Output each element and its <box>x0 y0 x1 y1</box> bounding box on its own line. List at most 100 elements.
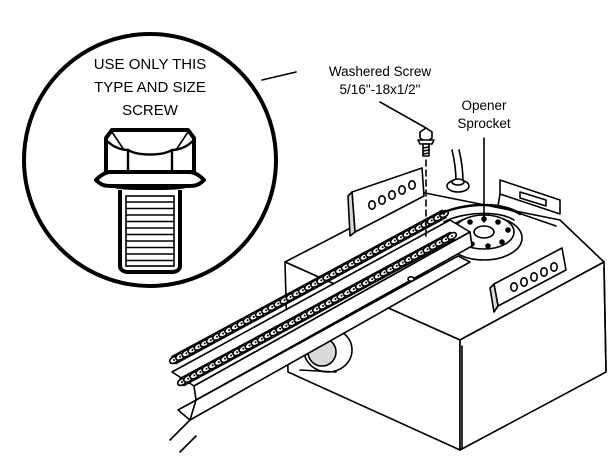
chain-pin <box>332 272 335 275</box>
chain-pin <box>308 286 310 288</box>
bracket-left <box>347 167 425 237</box>
leader-lines <box>261 71 485 223</box>
chain-pin <box>285 324 288 327</box>
chain-pin <box>344 266 347 269</box>
chain-pin <box>418 226 421 229</box>
chain-edge <box>179 231 451 380</box>
chain-lower-run <box>176 231 458 387</box>
chain-pin <box>346 291 349 294</box>
chain-wrap-inner <box>443 212 515 223</box>
chain-pin <box>365 281 368 284</box>
chain-pin <box>389 268 392 271</box>
chain-pin <box>228 329 231 332</box>
chain-pin <box>395 264 398 267</box>
chain-pin <box>351 262 353 265</box>
chain-pin <box>173 359 175 361</box>
chain-pin <box>430 219 433 222</box>
chain-pin <box>181 381 183 383</box>
chain-pin <box>340 294 343 297</box>
chain-pin <box>436 216 439 219</box>
chain-pin <box>254 341 257 344</box>
chain-pin <box>279 327 282 330</box>
chain-pin <box>265 309 267 312</box>
chain-pin <box>291 321 294 324</box>
chain-pin <box>273 331 275 334</box>
chain-pin <box>197 345 200 348</box>
callout-text-line3: SCREW <box>122 102 179 119</box>
chain-pin <box>277 302 280 305</box>
chain-pin <box>187 377 190 380</box>
chain-pin <box>217 361 220 364</box>
chain-pin <box>252 315 255 318</box>
chain-pin <box>369 252 372 255</box>
chain-pin <box>451 235 453 237</box>
chain-edge <box>175 216 447 365</box>
chain-pin <box>320 279 323 282</box>
chain-edge <box>171 209 443 358</box>
chain-edge <box>183 238 455 387</box>
edge-line <box>603 267 607 371</box>
chain-pin <box>314 282 317 285</box>
chain-pin <box>363 256 366 259</box>
chain-pin <box>191 349 194 351</box>
chain-pin <box>240 322 243 325</box>
chain-pin <box>236 351 239 354</box>
opener-right-face <box>459 261 607 451</box>
chain-pin <box>438 241 441 244</box>
chain-pin <box>444 238 447 241</box>
chain-pin <box>338 269 341 272</box>
chain-pin <box>412 229 415 232</box>
chain-pin <box>414 254 417 257</box>
chain-pin <box>224 357 226 360</box>
chain-pin <box>297 318 300 320</box>
chain-pin <box>352 288 355 291</box>
chain-pin <box>316 308 318 310</box>
sprocket-label-line2: Sprocket <box>457 116 511 131</box>
chain-pin <box>242 347 245 350</box>
sprocket-label-line1: Opener <box>461 98 507 113</box>
chain-pin <box>185 352 188 355</box>
chain-pin <box>179 355 182 358</box>
chain-pin <box>393 239 396 242</box>
chain-wrap-top <box>438 203 522 216</box>
chain-pin <box>400 236 402 239</box>
chain-pin <box>216 335 218 338</box>
chain-pin <box>359 284 361 287</box>
chain-pin <box>230 354 233 357</box>
chain-pin <box>432 245 435 247</box>
chain-pin <box>420 251 423 254</box>
screw-leader-to-callout <box>261 71 297 81</box>
chain-pin <box>222 332 225 335</box>
chain-pin <box>406 232 409 235</box>
screw-detail-icon <box>94 128 206 274</box>
chain-pin <box>401 261 404 264</box>
chain-pin <box>199 371 202 373</box>
chain-pin <box>322 304 325 307</box>
chain-pin <box>295 292 298 295</box>
chain-pin <box>258 312 261 315</box>
chain-pin <box>328 301 331 304</box>
chain-pin <box>375 249 378 252</box>
chain-pin <box>193 374 196 377</box>
chain-pin <box>246 319 249 322</box>
chain-pin <box>301 289 304 292</box>
chain-pin <box>209 339 212 342</box>
chain-upper-run <box>168 209 450 365</box>
chain-pin <box>303 314 306 317</box>
bracket-right <box>489 247 567 313</box>
callout-text-line2: TYPE AND SIZE <box>94 79 206 96</box>
chain-pin <box>289 296 292 298</box>
chain-pin <box>334 298 337 300</box>
screw-leader-to-part <box>379 101 427 129</box>
chain-pin <box>426 248 429 251</box>
chain-pin <box>211 364 214 367</box>
chain-pin <box>326 276 329 278</box>
chain-pin <box>205 367 208 370</box>
chain-pin <box>248 344 251 347</box>
callout-text-line1: USE ONLY THIS <box>94 56 207 73</box>
chain-pin <box>309 311 312 314</box>
chain-pin <box>203 342 206 345</box>
chain-pin <box>383 271 386 274</box>
